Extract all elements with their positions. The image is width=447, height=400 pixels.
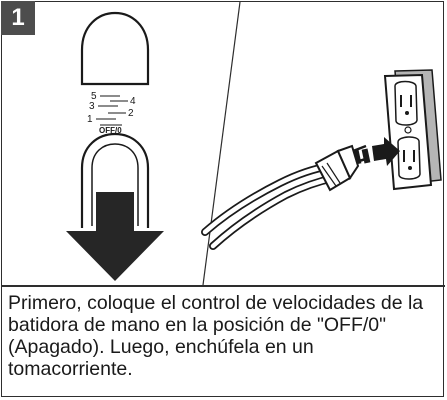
power-plug-icon: [201, 144, 370, 250]
caption-divider: [1, 285, 445, 287]
speed-label-4: 4: [130, 96, 136, 107]
step-number-badge: 1: [1, 1, 35, 35]
instruction-illustration: 5 4 3 2 1 OFF/0: [63, 1, 442, 286]
speed-label-2: 2: [128, 108, 134, 119]
wall-outlet-icon: [383, 69, 442, 191]
speed-scale: 5 4 3 2 1 OFF/0: [87, 91, 136, 135]
speed-label-off: OFF/0: [99, 126, 122, 135]
speed-label-1: 1: [87, 114, 93, 125]
down-arrow-icon: [63, 189, 167, 284]
panel-divider: [202, 1, 241, 286]
speed-label-5: 5: [91, 91, 97, 102]
instruction-caption: Primero, coloque el control de velocidad…: [8, 292, 424, 380]
speed-knob-cap-icon: [80, 11, 150, 86]
speed-label-3: 3: [89, 101, 95, 112]
